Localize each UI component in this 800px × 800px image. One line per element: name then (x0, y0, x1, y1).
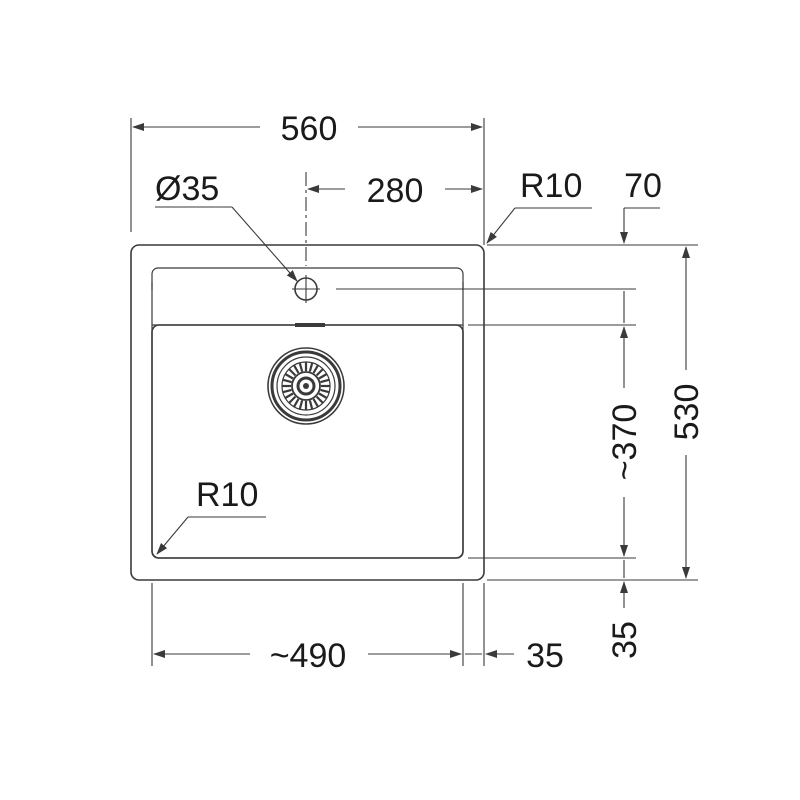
dimension-tap-hole-diameter: Ø35 (155, 170, 298, 282)
dimension-bowl-depth: ~370 (606, 326, 644, 557)
sink-outer-outline (130, 244, 485, 581)
sink-body (130, 244, 485, 581)
bowl-depth-label: ~370 (606, 404, 644, 481)
dimension-side-margin: 35 (465, 637, 564, 675)
outer-corner-radius-label: R10 (520, 167, 582, 205)
bottom-extension-lines (151, 583, 485, 666)
overall-width-label: 560 (281, 110, 338, 148)
top-margin-label: 70 (624, 167, 662, 205)
dimension-outer-corner-radius: R10 (486, 167, 592, 244)
bowl-outline (151, 324, 464, 559)
bottom-margin-label: 35 (606, 621, 644, 659)
right-extension-lines (336, 244, 698, 581)
side-margin-label: 35 (526, 637, 564, 675)
overflow-slot (295, 323, 325, 327)
dimension-bowl-corner-radius: R10 (156, 476, 266, 555)
drain-strainer-icon (267, 347, 345, 425)
dimension-overall-depth: 530 (668, 246, 706, 579)
dimension-tap-hole-offset: 280 (305, 172, 483, 266)
tap-hole-offset-label: 280 (367, 172, 424, 210)
sink-rim-outline (151, 267, 464, 559)
dimension-bowl-width: ~490 (153, 637, 462, 675)
bowl-corner-radius-label: R10 (196, 476, 258, 514)
overall-depth-label: 530 (668, 384, 706, 441)
tap-hole-diameter-label: Ø35 (155, 170, 219, 208)
dimension-top-margin: 70 (620, 167, 662, 323)
dimension-bottom-margin: 35 (606, 560, 644, 659)
dimension-overall-width: 560 (130, 110, 485, 245)
tap-hole (292, 275, 320, 303)
bowl-width-label: ~490 (270, 637, 347, 675)
